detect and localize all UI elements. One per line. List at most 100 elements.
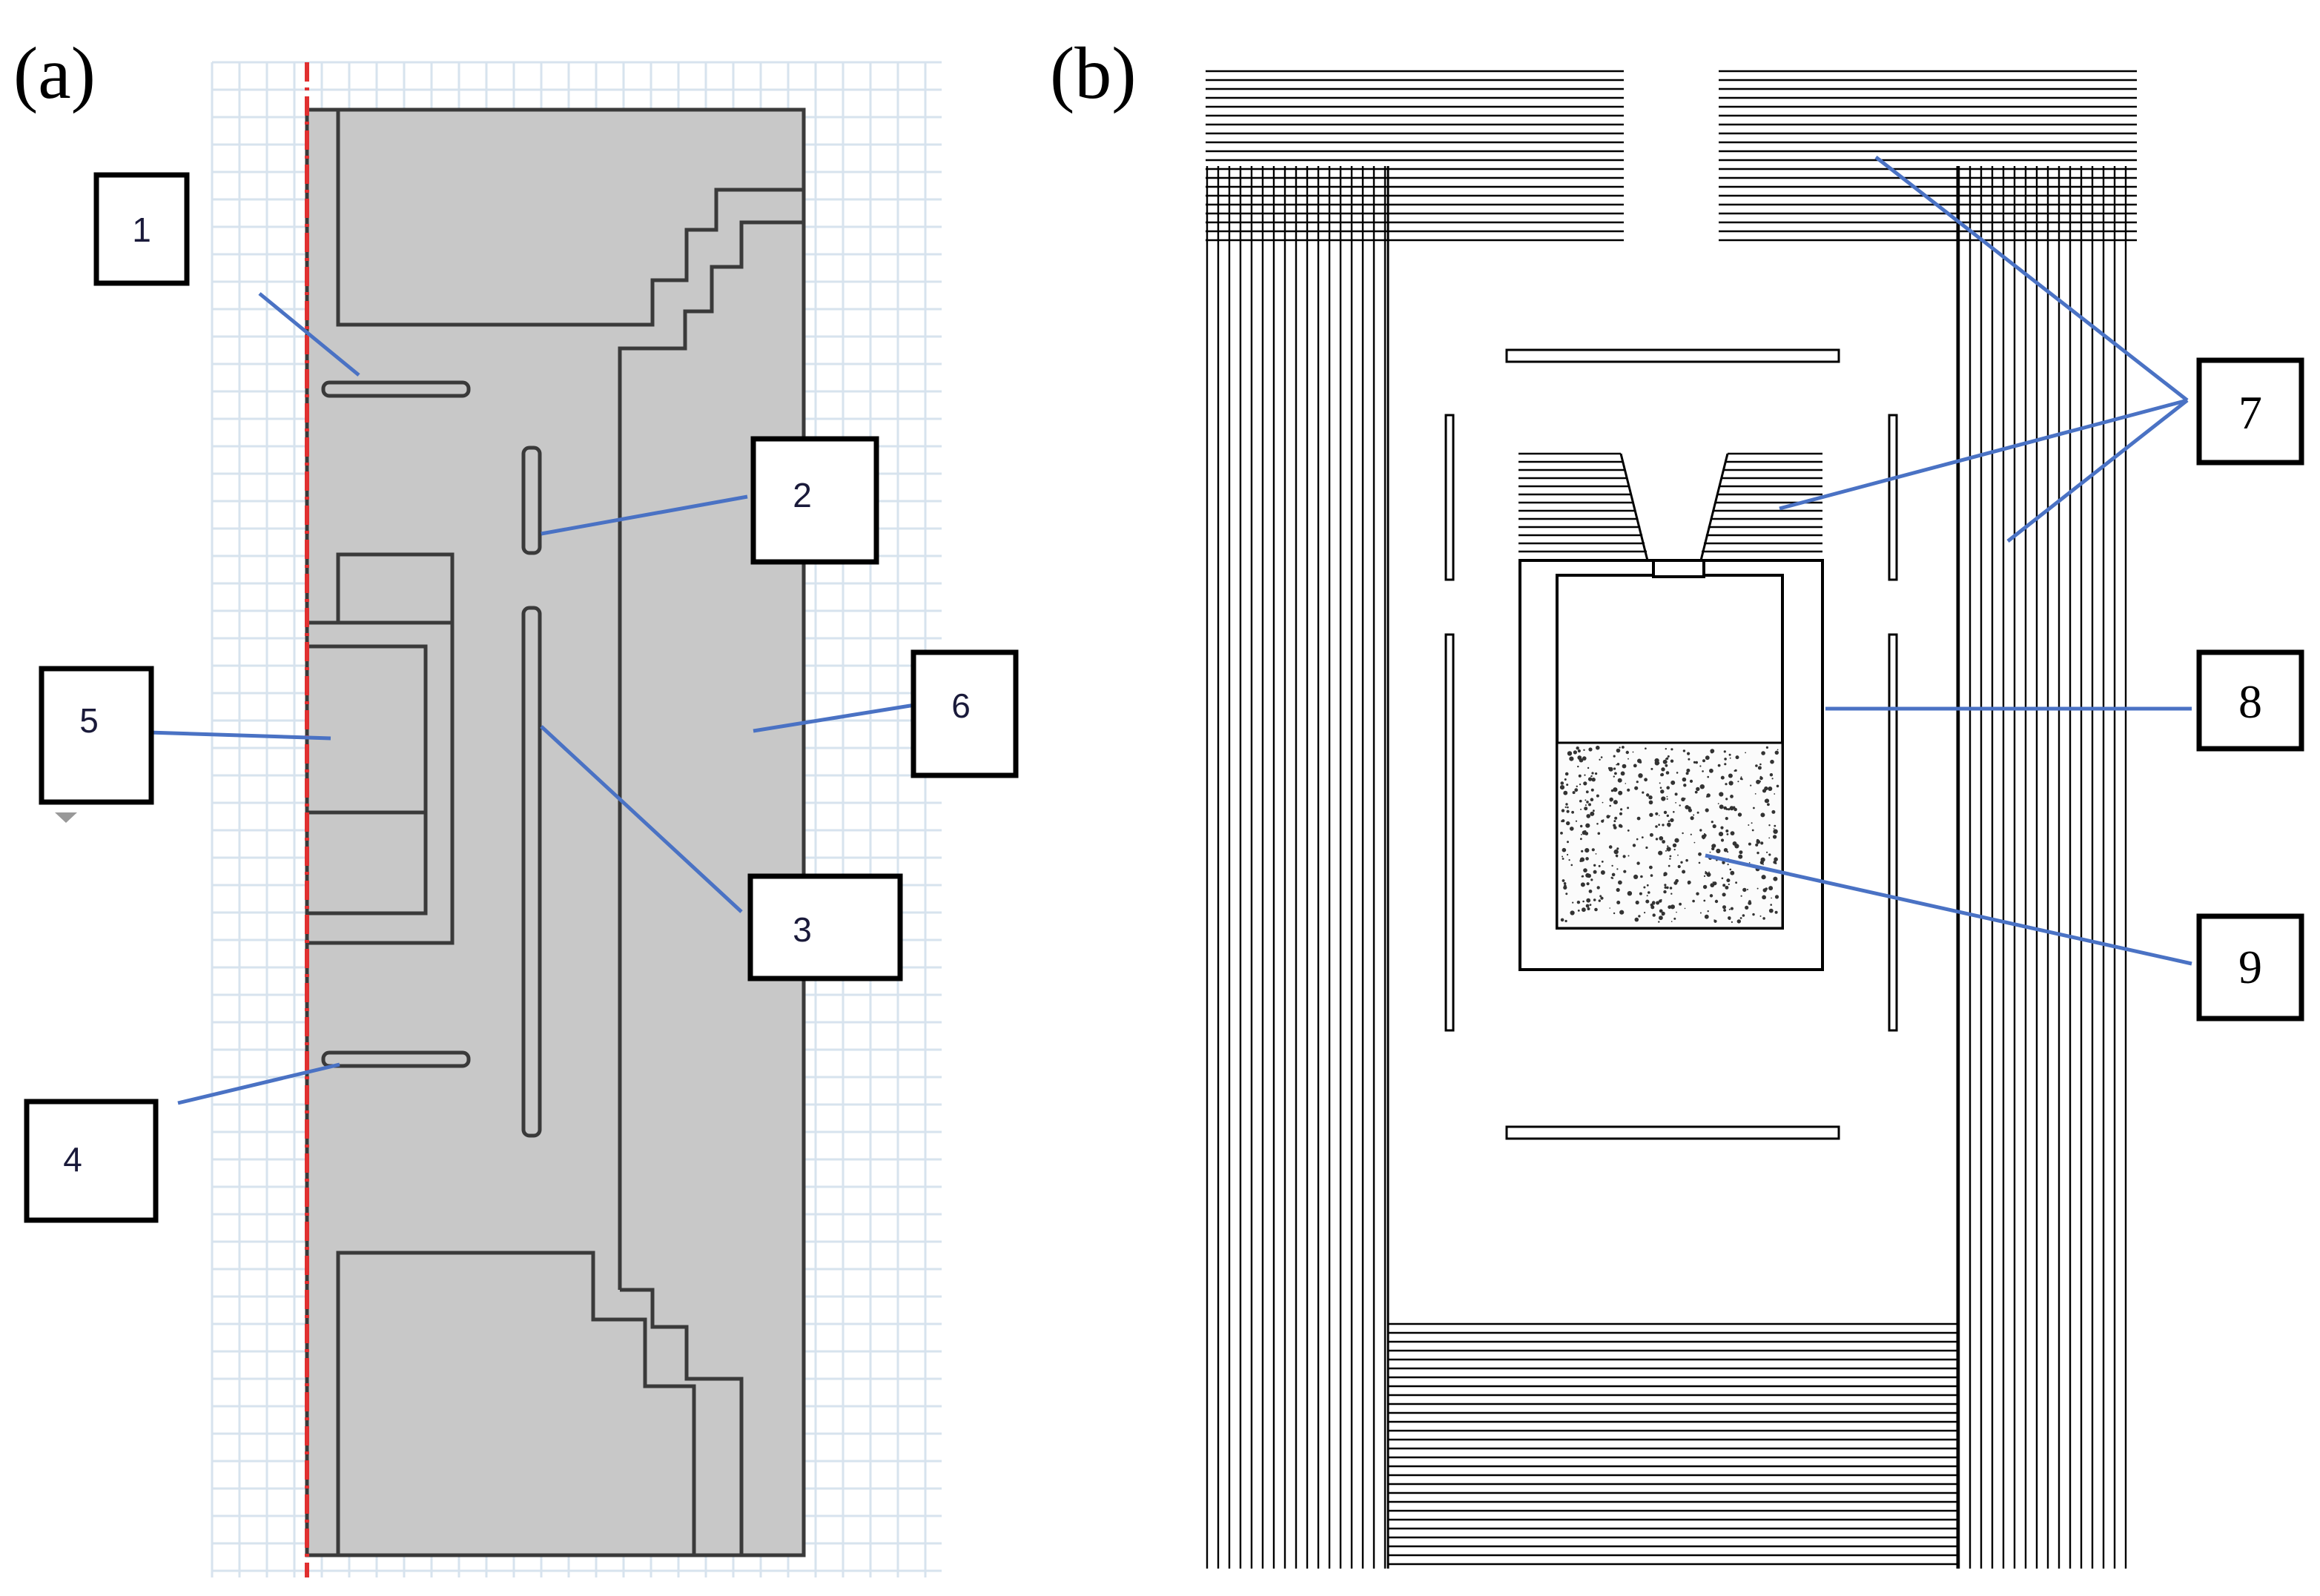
powder-dot [1666, 886, 1669, 890]
powder-dot [1613, 767, 1616, 770]
powder-dot [1566, 821, 1570, 826]
powder-dot [1664, 884, 1667, 887]
powder-dot [1638, 773, 1643, 778]
powder-dot [1762, 864, 1764, 866]
powder-dot [1682, 777, 1687, 782]
powder-dot [1634, 786, 1639, 790]
powder-dot [1627, 807, 1630, 809]
powder-dot [1608, 766, 1613, 772]
svg-text:3: 3 [793, 910, 812, 949]
powder-dot [1690, 833, 1692, 835]
powder-dot [1709, 768, 1713, 773]
powder-dot [1620, 808, 1623, 811]
powder-dot [1567, 751, 1573, 756]
powder-dot [1625, 750, 1629, 755]
powder-dot [1632, 844, 1636, 847]
powder-dot [1658, 815, 1660, 816]
powder-dot [1768, 837, 1771, 839]
powder-dot [1687, 752, 1691, 755]
callout-5: 5 [39, 666, 154, 805]
powder-dot [1570, 910, 1575, 915]
powder-dot [1585, 872, 1590, 878]
powder-dot [1720, 826, 1724, 830]
powder-dot [1586, 898, 1591, 903]
powder-dot [1613, 849, 1619, 855]
powder-dot [1572, 901, 1574, 904]
powder-dot [1600, 870, 1605, 875]
callout-2: 2 [750, 436, 879, 565]
powder-dot [1755, 764, 1758, 767]
powder-dot [1736, 919, 1741, 924]
powder-dot [1666, 786, 1670, 789]
powder-dot [1666, 814, 1669, 818]
powder-dot [1560, 781, 1564, 785]
powder-dot [1707, 910, 1709, 913]
powder-dot [1760, 841, 1764, 845]
powder-dot [1614, 772, 1617, 775]
powder-dot [1627, 758, 1629, 760]
powder-dot [1627, 891, 1633, 896]
powder-dot [1768, 853, 1771, 856]
powder-dot [1568, 859, 1570, 861]
powder-dot [1643, 886, 1646, 889]
powder-dot [1668, 905, 1672, 910]
powder-dot [1616, 748, 1621, 753]
powder-dot [1584, 832, 1589, 835]
powder-dot [1673, 849, 1676, 851]
powder-dot [1729, 806, 1734, 811]
powder-dot [1593, 870, 1597, 874]
powder-dot [1702, 884, 1708, 890]
powder-dot [1606, 815, 1610, 819]
powder-dot [1582, 756, 1587, 761]
powder-dot [1771, 778, 1774, 780]
powder-dot [1572, 791, 1576, 795]
powder-dot [1751, 822, 1753, 824]
powder-dot [1699, 784, 1705, 789]
powder-dot [1563, 885, 1567, 890]
powder-dot [1617, 778, 1622, 783]
powder-dot [1677, 854, 1679, 856]
powder-dot [1585, 857, 1589, 861]
powder-dot [1693, 761, 1696, 764]
powder-dot [1633, 764, 1637, 768]
powder-dot [1732, 841, 1737, 846]
powder-dot [1685, 772, 1689, 775]
powder-dot [1720, 775, 1725, 780]
powder-dot [1579, 758, 1584, 763]
powder-dot [1663, 872, 1668, 876]
powder-dot [1714, 899, 1719, 904]
powder-dot [1616, 855, 1619, 858]
powder-dot [1660, 772, 1665, 777]
powder-dot [1759, 860, 1764, 865]
powder-dot [1661, 767, 1665, 772]
powder-dot [1567, 853, 1569, 856]
powder-dot [1564, 806, 1567, 808]
hatch-line [1699, 453, 1729, 561]
powder-dot [1748, 901, 1752, 905]
powder-dot [1622, 764, 1627, 769]
powder-dot [1588, 747, 1593, 752]
powder-dot [1590, 775, 1593, 777]
powder-dot [1725, 830, 1729, 832]
powder-dot [1644, 778, 1648, 782]
panel-b-label: (b) [1050, 32, 1137, 114]
powder-dot [1728, 908, 1731, 910]
powder-dot [1653, 903, 1655, 905]
powder-dot [1602, 801, 1604, 804]
powder-dot [1670, 748, 1673, 751]
powder-dot [1587, 907, 1590, 910]
powder-dot [1774, 824, 1777, 827]
powder-dot [1594, 907, 1598, 912]
powder-dot [1598, 899, 1601, 902]
powder-dot [1738, 854, 1743, 859]
powder-dot [1582, 900, 1584, 903]
powder-dot [1639, 761, 1642, 764]
powder-dot [1726, 878, 1731, 883]
powder-dot [1614, 816, 1618, 820]
powder-dot [1728, 808, 1731, 811]
powder-dot [1739, 850, 1743, 855]
powder-dot [1755, 843, 1759, 847]
powder-dot [1593, 809, 1595, 812]
powder-dot [1659, 782, 1661, 784]
